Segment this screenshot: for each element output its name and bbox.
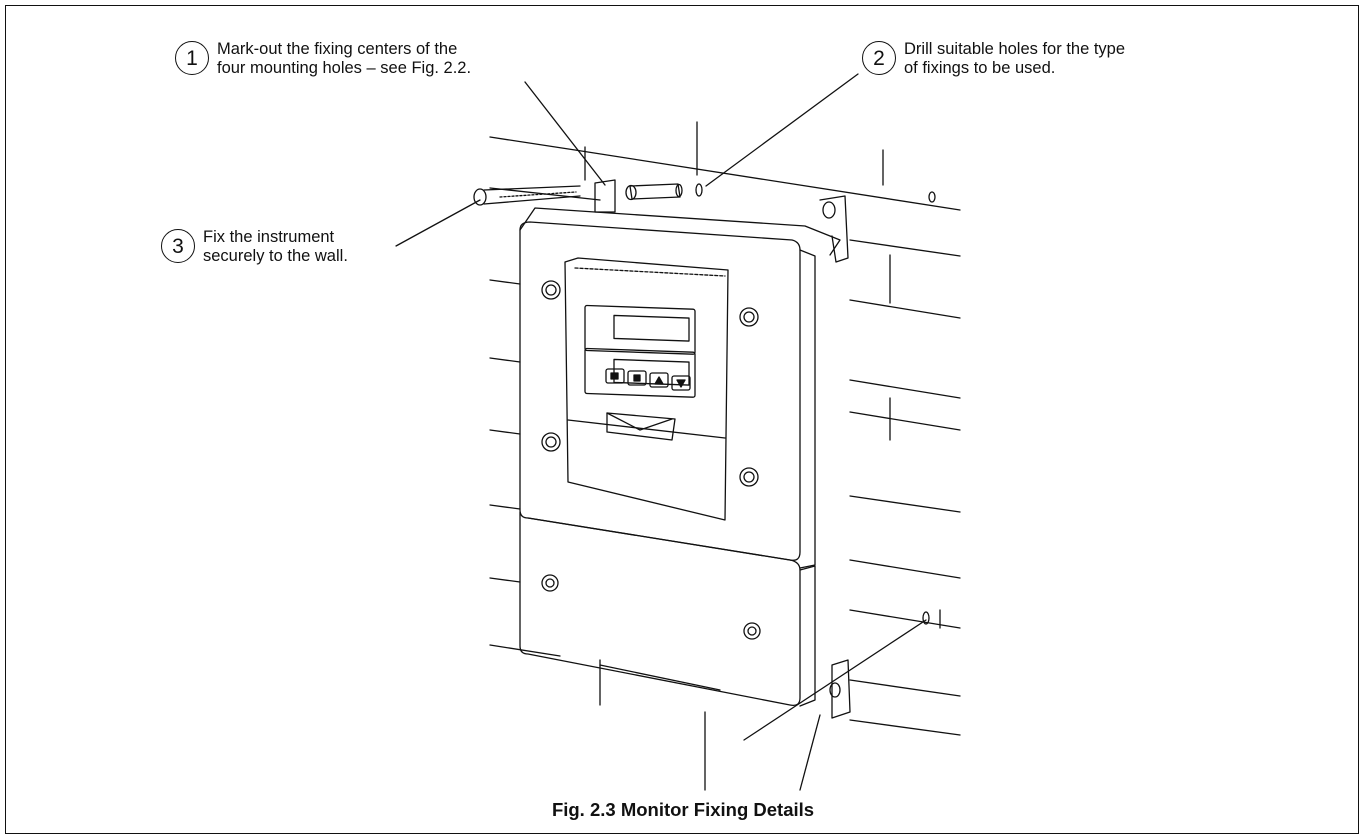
leader-line-2 [706, 74, 858, 186]
top-right-bracket [820, 196, 848, 262]
bottom-bracket [832, 660, 850, 718]
callout-number: 2 [862, 41, 896, 75]
callout-number: 1 [175, 41, 209, 75]
wall-plug-icon [626, 184, 682, 200]
drill-hole-bottom [923, 612, 929, 624]
leader-line-bottom [744, 620, 926, 740]
leader-line-1 [525, 82, 605, 185]
brick-wall [490, 122, 960, 790]
front-panel [565, 258, 728, 520]
up-arrow-key-icon [650, 373, 668, 387]
bracket-hole [823, 202, 835, 218]
leader-line-3 [396, 200, 480, 246]
monitor-enclosure-lower [520, 512, 815, 706]
monitor-enclosure-upper [520, 208, 840, 568]
enter-key-icon [606, 369, 624, 383]
bracket-hole-bottom [830, 683, 840, 697]
drill-hole-icon [696, 184, 702, 196]
callout-1: 1 Mark-out the fixing centers of the fou… [175, 40, 472, 78]
upper-display [585, 305, 695, 354]
figure-frame [5, 5, 1359, 834]
callout-text: Mark-out the fixing centers of the four … [217, 40, 472, 77]
callout-text: Drill suitable holes for the type of fix… [904, 40, 1126, 77]
menu-key-icon [628, 371, 646, 385]
figure-caption: Fig. 2.3 Monitor Fixing Details [551, 799, 815, 820]
callout-2: 2 Drill suitable holes for the type of f… [862, 40, 1126, 78]
top-left-bracket [595, 180, 615, 212]
lower-display [585, 348, 695, 397]
drill-hole-right [929, 192, 935, 202]
callout-text: Fix the instrument securely to the wall. [203, 228, 348, 265]
callout-number: 3 [161, 229, 195, 263]
keypad [606, 369, 690, 390]
down-arrow-key-icon [672, 376, 690, 390]
callout-3: 3 Fix the instrument securely to the wal… [161, 228, 348, 266]
screw-icon [474, 186, 580, 205]
enclosure-screws [542, 281, 760, 639]
